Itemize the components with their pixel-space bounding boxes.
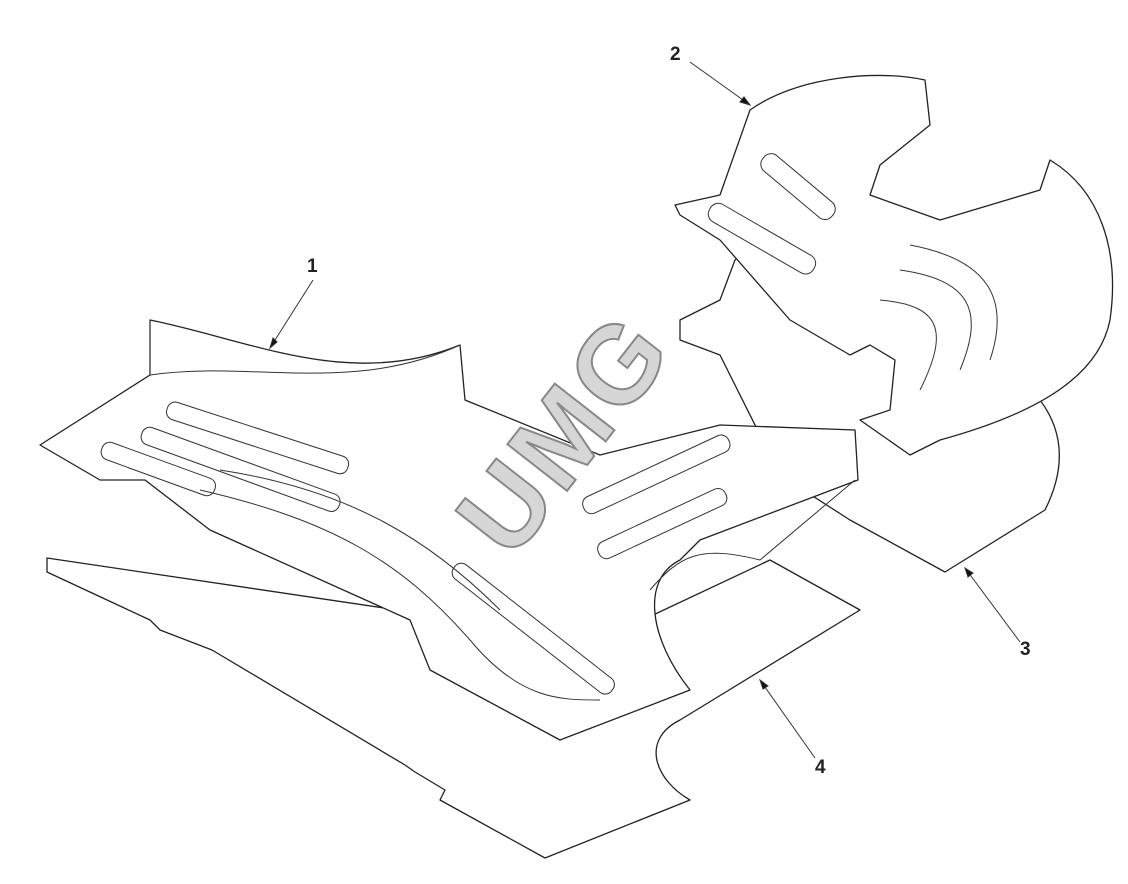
part-1-slots bbox=[100, 401, 731, 701]
callout-1: 1 bbox=[307, 256, 318, 277]
part-2-slots bbox=[707, 153, 998, 391]
callout-2: 2 bbox=[670, 44, 681, 65]
callout-4: 4 bbox=[815, 757, 826, 778]
callout-3: 3 bbox=[1020, 639, 1031, 660]
callout-leaders bbox=[269, 61, 1021, 759]
